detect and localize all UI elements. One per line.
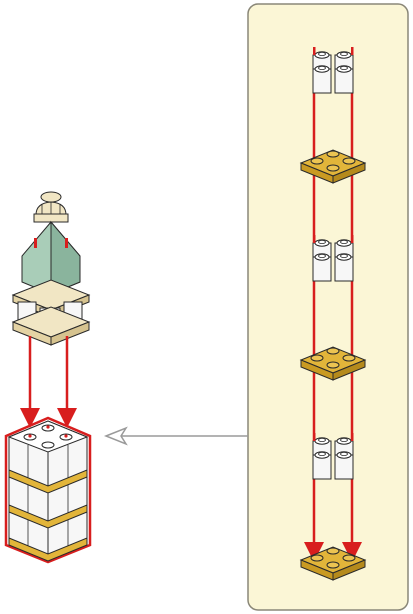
white-brick-cluster-icon — [312, 47, 354, 94]
tan-plate-icon — [299, 346, 367, 381]
tan-plate-icon — [299, 546, 367, 581]
left-guide-arrows — [20, 336, 77, 428]
tower-plate-bands — [8, 469, 88, 562]
spire-assembly — [11, 191, 91, 346]
tan-plate-icon — [299, 149, 367, 184]
callout-panel — [247, 3, 409, 611]
spire-icon — [33, 191, 69, 223]
tower-assembly — [4, 416, 92, 564]
base-icon — [11, 279, 91, 346]
roof-icon — [21, 220, 81, 295]
tower-studs — [23, 424, 73, 449]
white-brick-cluster-icon — [312, 235, 354, 282]
white-brick-cluster-icon — [312, 433, 354, 480]
callout-arrow — [103, 426, 248, 446]
callout-steps — [299, 47, 367, 581]
